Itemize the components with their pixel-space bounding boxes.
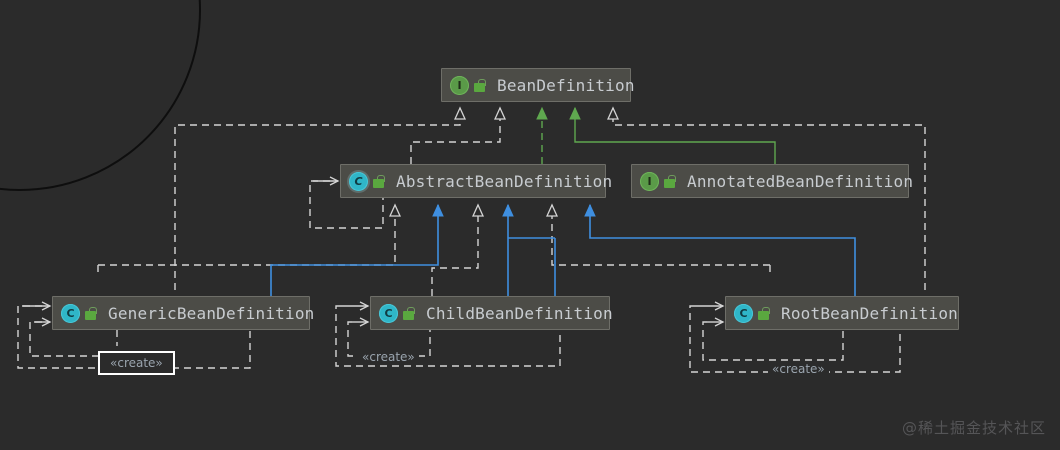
edge-root-extends-abstract xyxy=(584,203,856,296)
stereotype-label-create-generic[interactable]: «create» xyxy=(98,351,175,375)
edge-root-self-loop-inner xyxy=(702,321,844,361)
lock-icon xyxy=(758,306,770,320)
interface-icon: I xyxy=(450,75,469,95)
class-node-abstract-bean-definition[interactable]: C AbstractBeanDefinition xyxy=(340,164,612,198)
decorative-arc xyxy=(0,0,201,191)
edge-generic-extends-abstract xyxy=(270,203,444,296)
edge-root-to-beandefinition xyxy=(606,106,926,290)
class-icon: C xyxy=(734,303,753,323)
edge-root-dep-abstract xyxy=(552,205,771,275)
lock-icon xyxy=(373,174,385,188)
class-icon: C xyxy=(379,303,398,323)
class-node-child-bean-definition[interactable]: C ChildBeanDefinition xyxy=(370,296,613,330)
class-node-label: ChildBeanDefinition xyxy=(426,303,613,323)
edge-abstract-to-beandefinition-dashed xyxy=(410,106,507,164)
edge-child-self-loop-inner xyxy=(347,321,431,357)
class-node-generic-bean-definition[interactable]: C GenericBeanDefinition xyxy=(52,296,314,330)
abstract-class-icon: C xyxy=(347,169,370,193)
watermark: @稀土掘金技术社区 xyxy=(901,419,1046,437)
class-node-label: GenericBeanDefinition xyxy=(108,303,315,323)
class-node-label: BeanDefinition xyxy=(497,75,635,95)
class-node-label: AnnotatedBeanDefinition xyxy=(687,171,914,191)
edge-generic-to-beandefinition xyxy=(174,106,467,290)
lock-icon xyxy=(664,174,676,188)
edge-generic-dep-abstract xyxy=(97,205,395,275)
class-node-label: RootBeanDefinition xyxy=(781,303,958,323)
class-node-annotated-bean-definition[interactable]: I AnnotatedBeanDefinition xyxy=(631,164,913,198)
edge-annotated-extends-beandefinition xyxy=(569,106,776,164)
stereotype-label-create-root[interactable]: «create» xyxy=(768,361,829,377)
stereotype-label-create-child[interactable]: «create» xyxy=(358,349,419,365)
class-node-bean-definition[interactable]: I BeanDefinition xyxy=(441,68,634,102)
edge-child-self-loop-outer xyxy=(335,305,561,367)
lock-icon xyxy=(403,306,415,320)
edge-root-self-loop-outer xyxy=(689,305,901,373)
interface-icon: I xyxy=(640,171,659,191)
class-node-label: AbstractBeanDefinition xyxy=(396,171,613,191)
lock-icon xyxy=(85,306,97,320)
edge-child-dep-abstract xyxy=(431,203,485,296)
lock-icon xyxy=(474,78,486,92)
class-icon: C xyxy=(61,303,80,323)
class-node-root-bean-definition[interactable]: C RootBeanDefinition xyxy=(725,296,959,330)
